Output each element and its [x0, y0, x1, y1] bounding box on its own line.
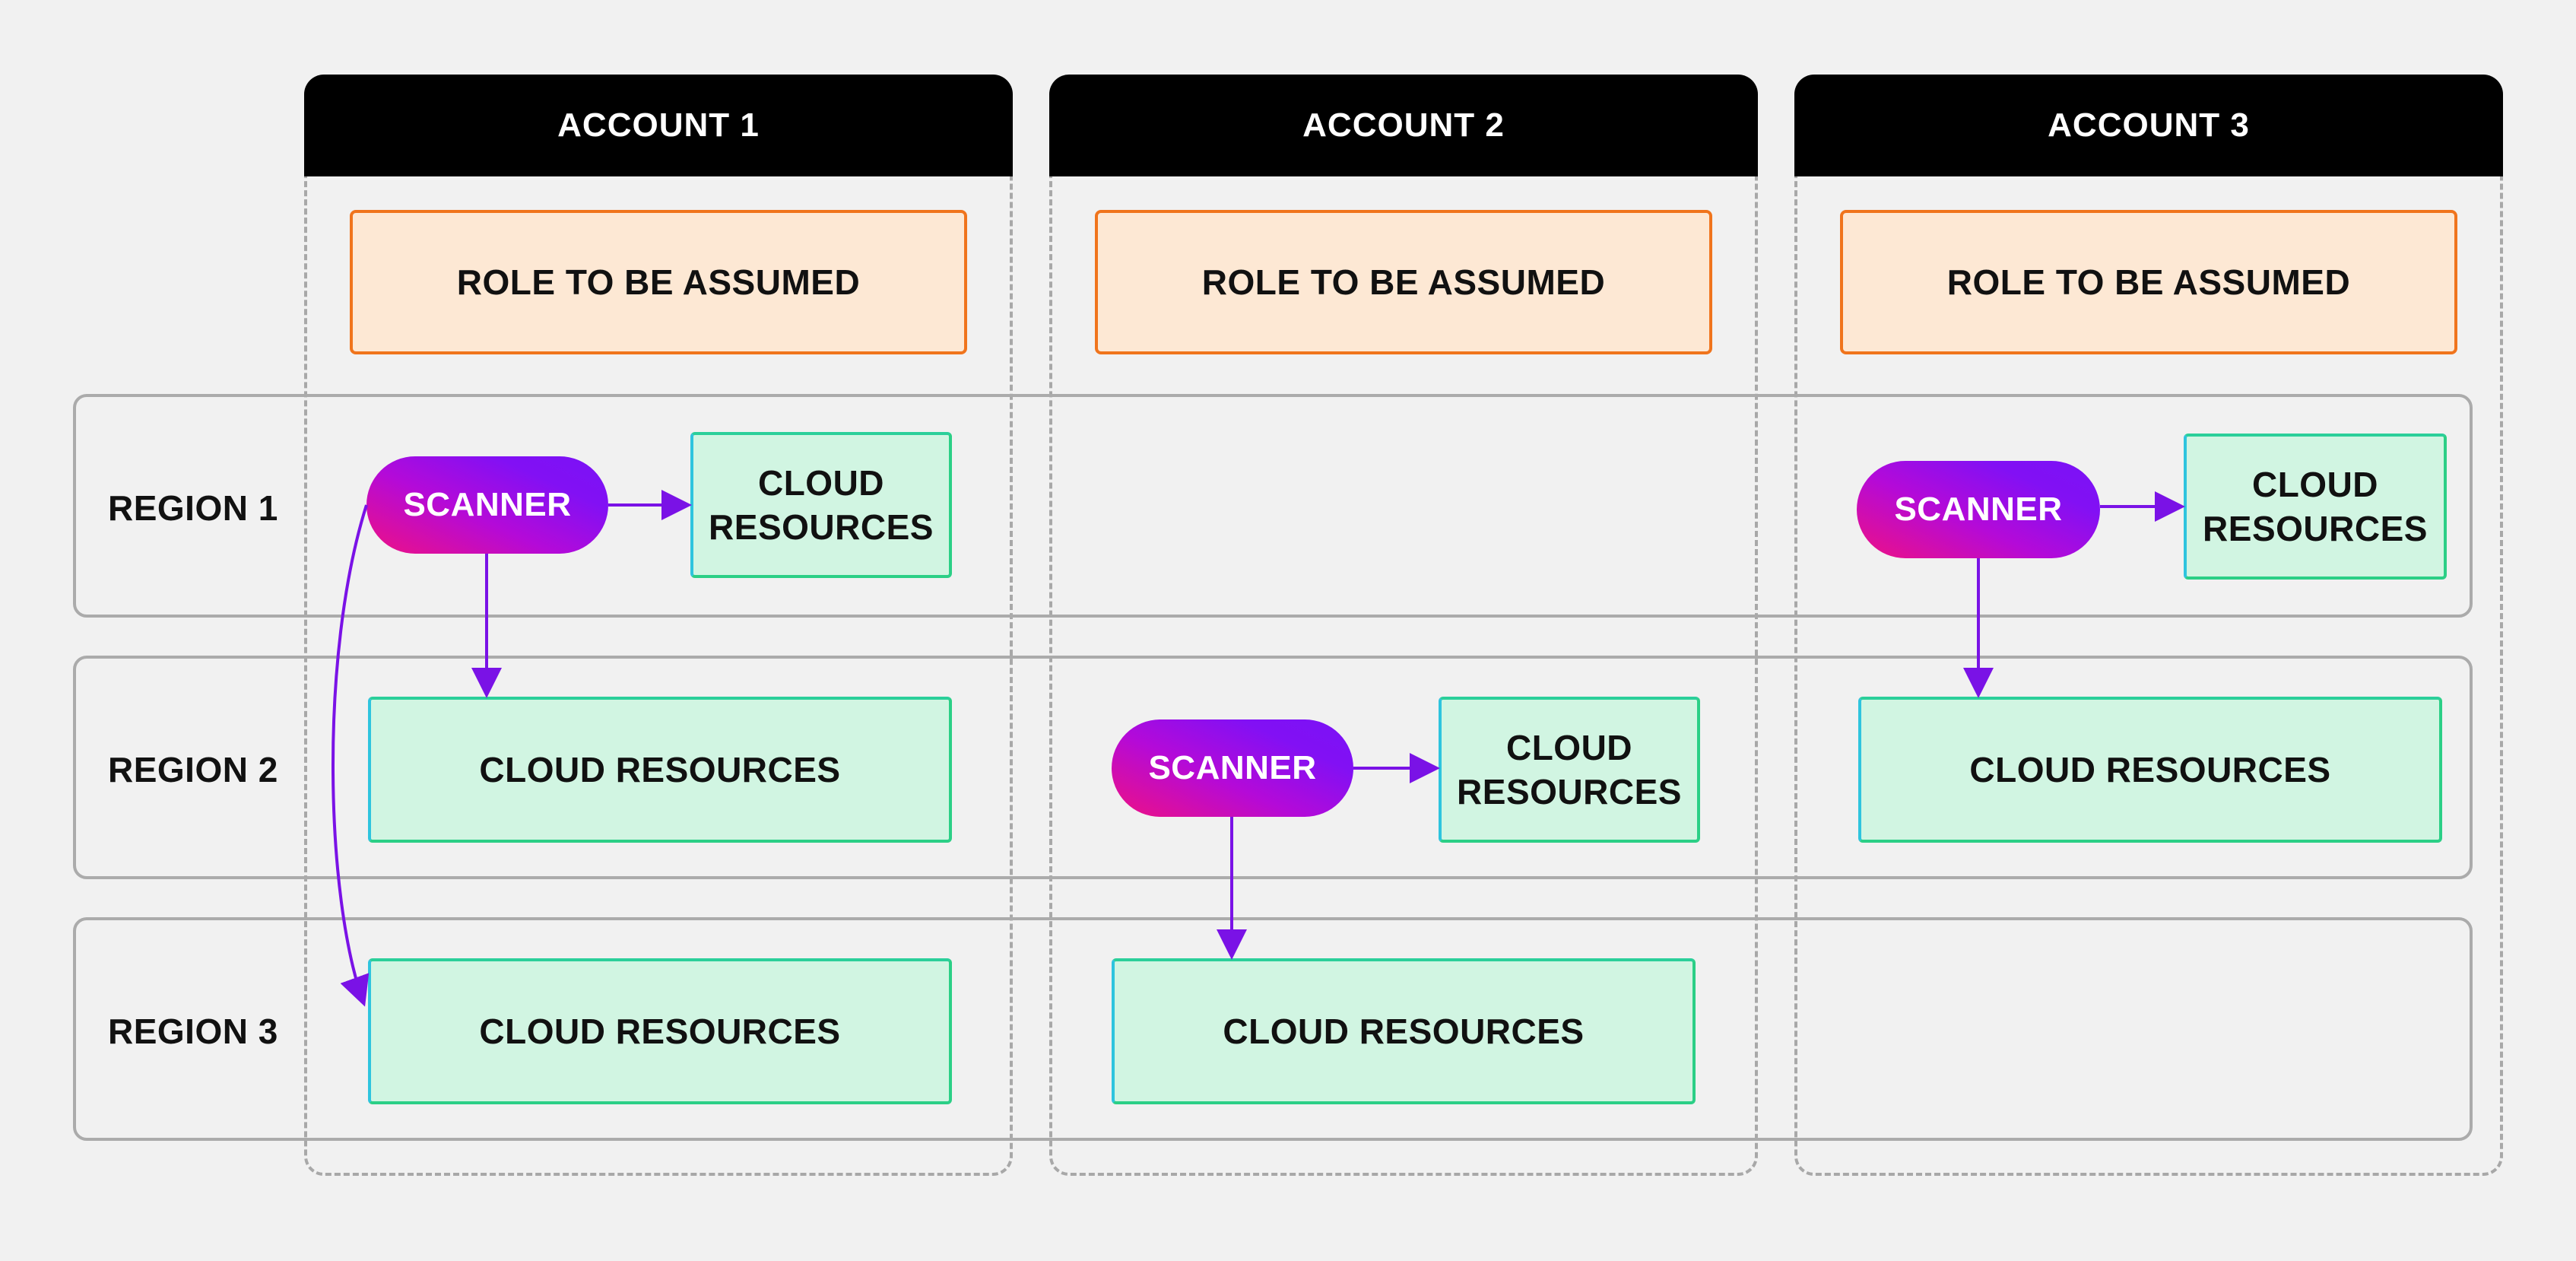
cloud-resources-account-2-region-3: CLOUD RESOURCES	[1112, 958, 1696, 1104]
region-band-1	[73, 394, 2473, 618]
account-header-3: ACCOUNT 3	[1794, 75, 2503, 176]
region-band-2	[73, 656, 2473, 879]
cloud-resources-account-2-region-2: CLOUD RESOURCES	[1439, 697, 1700, 843]
cloud-resources-account-3-region-2: CLOUD RESOURCES	[1858, 697, 2442, 843]
region-band-3	[73, 917, 2473, 1141]
scanner-account-1-region-1: SCANNER	[366, 456, 608, 554]
cloud-resources-account-1-region-2: CLOUD RESOURCES	[368, 697, 952, 843]
account-header-1: ACCOUNT 1	[304, 75, 1013, 176]
account-header-2: ACCOUNT 2	[1049, 75, 1758, 176]
cloud-resources-account-1-region-1: CLOUD RESOURCES	[690, 432, 952, 578]
region-label-3: REGION 3	[108, 1012, 278, 1051]
scanner-account-3-region-1: SCANNER	[1857, 461, 2100, 558]
scanner-account-2-region-2: SCANNER	[1112, 719, 1353, 817]
role-box-account-2: ROLE TO BE ASSUMED	[1095, 210, 1712, 354]
region-label-2: REGION 2	[108, 750, 278, 789]
role-box-account-3: ROLE TO BE ASSUMED	[1840, 210, 2457, 354]
cloud-resources-account-1-region-3: CLOUD RESOURCES	[368, 958, 952, 1104]
arrow-a1-scanner-to-r3-cloud	[332, 504, 370, 1007]
region-label-1: REGION 1	[108, 488, 278, 528]
cloud-resources-account-3-region-1: CLOUD RESOURCES	[2184, 434, 2447, 580]
role-box-account-1: ROLE TO BE ASSUMED	[350, 210, 967, 354]
